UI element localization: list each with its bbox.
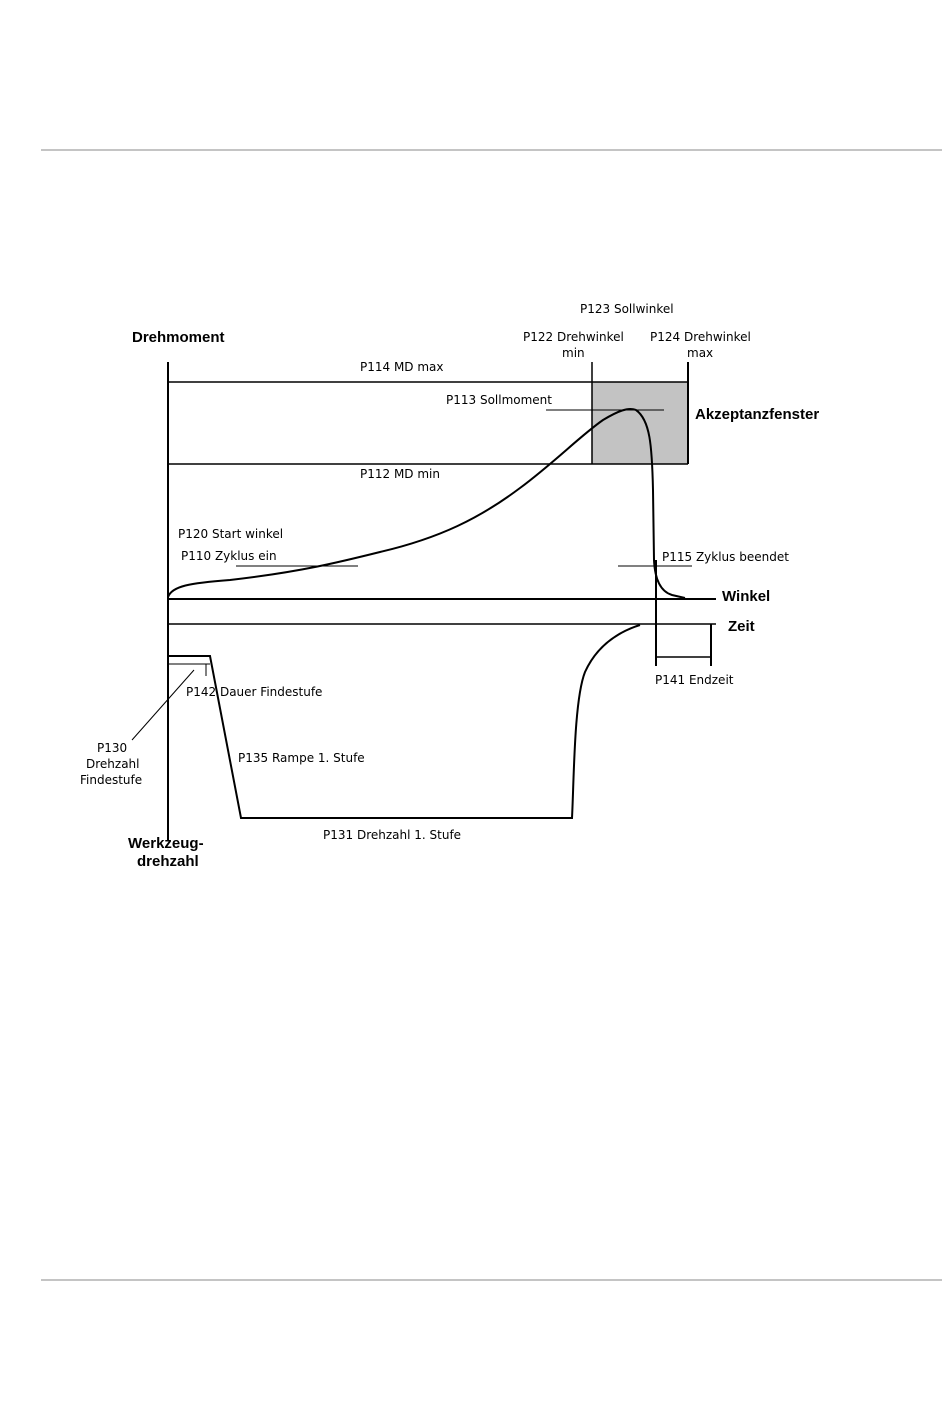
- dauer-findestufe-label: P142 Dauer Findestufe: [186, 685, 322, 699]
- akzeptanzfenster-label: Akzeptanzfenster: [695, 406, 819, 423]
- werkzeug-drehzahl-title-2: drehzahl: [137, 853, 199, 870]
- zeit-axis-title: Zeit: [728, 618, 755, 635]
- acceptance-window: [592, 382, 688, 464]
- drehmoment-axis-title: Drehmoment: [132, 329, 225, 346]
- drehzahl-stufe-label: P131 Drehzahl 1. Stufe: [323, 828, 461, 842]
- drehzahl-findestufe-label-1: P130: [97, 741, 127, 755]
- zyklus-ein-label: P110 Zyklus ein: [181, 549, 277, 563]
- endzeit-label: P141 Endzeit: [655, 673, 734, 687]
- drehwinkel-max-sub-label: max: [687, 346, 713, 360]
- zyklus-beendet-label: P115 Zyklus beendet: [662, 550, 789, 564]
- drehzahl-findestufe-leader: [131, 669, 195, 741]
- drehwinkel-max-label: P124 Drehwinkel: [650, 330, 751, 344]
- speed-curve: [168, 624, 641, 819]
- drehzahl-findestufe-label-2: Drehzahl: [86, 757, 140, 771]
- drehwinkel-min-label: P122 Drehwinkel: [523, 330, 624, 344]
- start-winkel-label: P120 Start winkel: [178, 527, 283, 541]
- sollmoment-label: P113 Sollmoment: [446, 393, 552, 407]
- md-max-label: P114 MD max: [360, 360, 444, 374]
- drehzahl-findestufe-label-3: Findestufe: [80, 773, 142, 787]
- sollwinkel-label: P123 Sollwinkel: [580, 302, 674, 316]
- md-min-label: P112 MD min: [360, 467, 440, 481]
- torque-curve: [167, 408, 686, 599]
- werkzeug-drehzahl-title-1: Werkzeug-: [128, 835, 204, 852]
- drehwinkel-min-sub-label: min: [562, 346, 585, 360]
- winkel-axis-title: Winkel: [722, 588, 770, 605]
- rampe-label: P135 Rampe 1. Stufe: [238, 751, 365, 765]
